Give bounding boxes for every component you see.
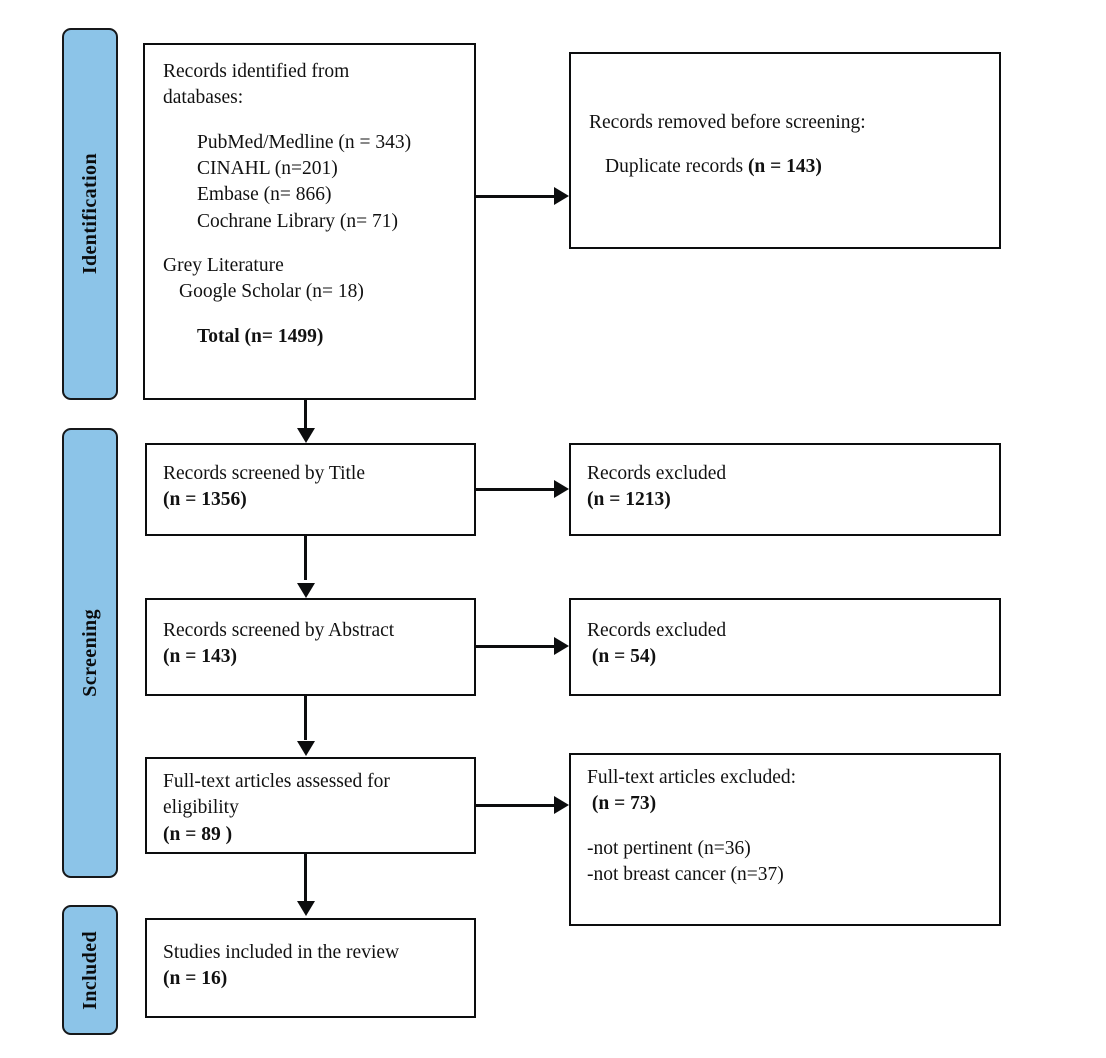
duplicate-records-line: Duplicate records (n = 143)	[589, 154, 989, 180]
records-screened-title-count: (n = 1356)	[163, 489, 247, 511]
arrow-screened-abstract-to-excluded	[554, 637, 569, 655]
records-identified-heading-line1: Records identified from	[163, 61, 350, 82]
arrow-identified-to-screened-title	[297, 428, 315, 443]
records-screened-abstract-count: (n = 143)	[163, 646, 237, 668]
fulltext-assessed-count: (n = 89 )	[163, 823, 233, 845]
records-removed-heading: Records removed before screening:	[589, 112, 866, 133]
source-pubmed: PubMed/Medline (n = 343)	[197, 131, 412, 153]
phase-label-identification: Identification	[78, 153, 101, 275]
box-records-removed-before-screening: Records removed before screening: Duplic…	[569, 52, 1001, 249]
duplicate-records-count: (n = 143)	[747, 156, 822, 178]
arrow-fulltext-to-included	[297, 901, 315, 916]
connector-screened-title-to-excluded	[476, 488, 556, 491]
records-excluded-abstract-label: Records excluded	[587, 620, 727, 641]
connector-fulltext-to-included	[304, 854, 307, 902]
box-fulltext-assessed: Full-text articles assessed for eligibil…	[145, 757, 476, 854]
fulltext-assessed-line1: Full-text articles assessed for	[163, 771, 390, 792]
arrow-screened-title-to-abstract	[297, 583, 315, 598]
records-excluded-title-count: (n = 1213)	[587, 489, 671, 511]
connector-identified-to-removed	[476, 195, 556, 198]
connector-identified-to-screened-title	[304, 400, 307, 430]
duplicate-records-label: Duplicate records	[605, 156, 748, 178]
records-excluded-title-label: Records excluded	[587, 463, 727, 484]
phase-label-included: Included	[78, 930, 101, 1010]
phase-bar-screening: Screening	[62, 428, 118, 878]
records-identified-total: Total (n= 1499)	[197, 325, 324, 347]
studies-included-count: (n = 16)	[163, 968, 228, 990]
fulltext-excluded-count: (n = 73)	[587, 793, 657, 815]
arrow-identified-to-removed	[554, 187, 569, 205]
box-records-identified: Records identified from databases: PubMe…	[143, 43, 476, 400]
arrow-abstract-to-fulltext	[297, 741, 315, 756]
fulltext-excluded-reason-not-pertinent: -not pertinent (n=36)	[587, 837, 751, 859]
connector-abstract-to-fulltext	[304, 696, 307, 740]
connector-screened-abstract-to-excluded	[476, 645, 556, 648]
box-fulltext-excluded: Full-text articles excluded: (n = 73) -n…	[569, 753, 1001, 926]
fulltext-excluded-heading: Full-text articles excluded:	[587, 767, 797, 788]
box-studies-included: Studies included in the review (n = 16)	[145, 918, 476, 1018]
arrow-fulltext-to-excluded	[554, 796, 569, 814]
box-records-excluded-abstract: Records excluded (n = 54)	[569, 598, 1001, 696]
source-cinahl: CINAHL (n=201)	[197, 157, 338, 179]
connector-fulltext-to-excluded	[476, 804, 556, 807]
grey-literature-label: Grey Literature	[163, 254, 284, 276]
fulltext-excluded-reason-not-breast-cancer: -not breast cancer (n=37)	[587, 863, 784, 885]
source-cochrane: Cochrane Library (n= 71)	[197, 210, 399, 232]
grey-literature-google-scholar: Google Scholar (n= 18)	[179, 281, 364, 303]
connector-screened-title-to-abstract	[304, 536, 307, 580]
source-embase: Embase (n= 866)	[197, 184, 332, 206]
box-records-screened-title: Records screened by Title (n = 1356)	[145, 443, 476, 536]
records-screened-abstract-label: Records screened by Abstract	[163, 620, 395, 641]
records-identified-heading-line2: databases:	[163, 87, 244, 109]
fulltext-assessed-line2: eligibility	[163, 797, 239, 819]
arrow-screened-title-to-excluded	[554, 480, 569, 498]
phase-label-screening: Screening	[78, 609, 101, 697]
phase-bar-included: Included	[62, 905, 118, 1035]
records-excluded-abstract-count: (n = 54)	[587, 646, 657, 668]
studies-included-label: Studies included in the review	[163, 942, 400, 963]
box-records-screened-abstract: Records screened by Abstract (n = 143)	[145, 598, 476, 696]
records-screened-title-label: Records screened by Title	[163, 463, 366, 484]
phase-bar-identification: Identification	[62, 28, 118, 400]
box-records-excluded-title: Records excluded (n = 1213)	[569, 443, 1001, 536]
